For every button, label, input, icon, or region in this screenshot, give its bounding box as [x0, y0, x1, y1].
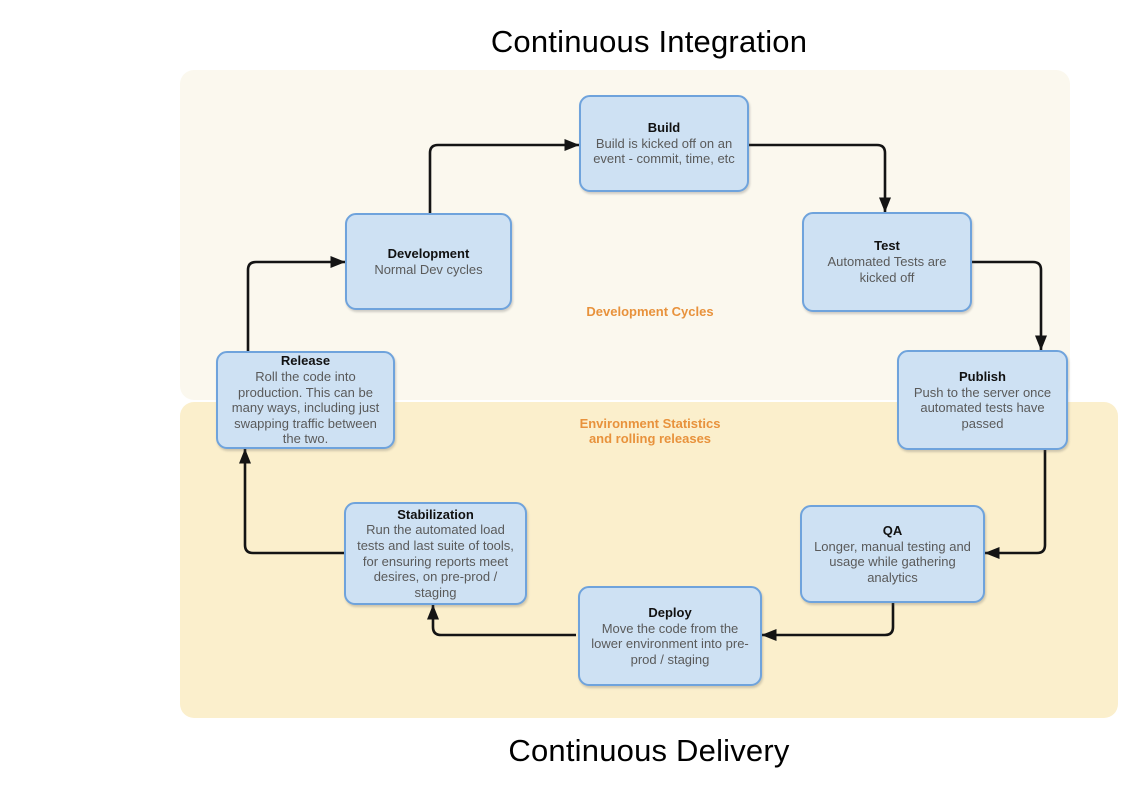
- node-release-desc: Roll the code into production. This can …: [231, 368, 380, 447]
- continuous-delivery-title: Continuous Delivery: [508, 733, 790, 768]
- development-cycles-label: Development Cycles: [540, 304, 760, 320]
- node-qa-desc: Longer, manual testing and usage while g…: [814, 538, 971, 585]
- node-build-desc: Build is kicked off on an event - commit…: [593, 135, 735, 167]
- arrow-stabilization-to-release: [239, 448, 344, 555]
- arrow-release-to-development: [246, 256, 346, 351]
- node-publish-title: Publish: [959, 368, 1006, 384]
- environment-statistics-label: Environment Statistics and rolling relea…: [540, 416, 760, 446]
- arrow-qa-to-deploy: [761, 603, 895, 641]
- development-cycles-label-text: Development Cycles: [586, 304, 714, 319]
- arrow-deploy-to-stabilization: [427, 604, 576, 637]
- arrow-development-to-build: [428, 139, 580, 213]
- node-release: Release Roll the code into production. T…: [216, 351, 395, 449]
- node-development: Development Normal Dev cycles: [345, 213, 512, 310]
- environment-statistics-label-line2: and rolling releases: [588, 430, 712, 446]
- node-deploy: Deploy Move the code from the lower envi…: [578, 586, 762, 686]
- node-deploy-title: Deploy: [648, 604, 692, 620]
- node-deploy-desc: Move the code from the lower environment…: [591, 620, 749, 667]
- node-qa-title: QA: [882, 522, 903, 538]
- node-stabilization: Stabilization Run the automated load tes…: [344, 502, 527, 605]
- node-release-title: Release: [280, 353, 331, 369]
- node-development-desc: Normal Dev cycles: [374, 261, 483, 277]
- arrow-publish-to-qa: [984, 450, 1047, 559]
- node-stabilization-desc: Run the automated load tests and last su…: [357, 522, 514, 600]
- node-build-title: Build: [647, 119, 681, 135]
- node-publish-desc: Push to the server once automated tests …: [913, 384, 1052, 431]
- arrow-build-to-test: [749, 143, 891, 213]
- node-test-desc: Automated Tests are kicked off: [827, 254, 947, 285]
- node-publish: Publish Push to the server once automate…: [897, 350, 1068, 450]
- environment-statistics-label-line1: Environment Statistics: [579, 416, 721, 431]
- node-development-title: Development: [387, 245, 470, 261]
- node-test: Test Automated Tests are kicked off: [802, 212, 972, 312]
- node-qa: QA Longer, manual testing and usage whil…: [800, 505, 985, 603]
- continuous-integration-title: Continuous Integration: [490, 24, 808, 59]
- arrow-test-to-publish: [972, 260, 1047, 351]
- node-test-title: Test: [874, 238, 900, 254]
- node-stabilization-title: Stabilization: [397, 506, 474, 522]
- node-build: Build Build is kicked off on an event - …: [579, 95, 749, 192]
